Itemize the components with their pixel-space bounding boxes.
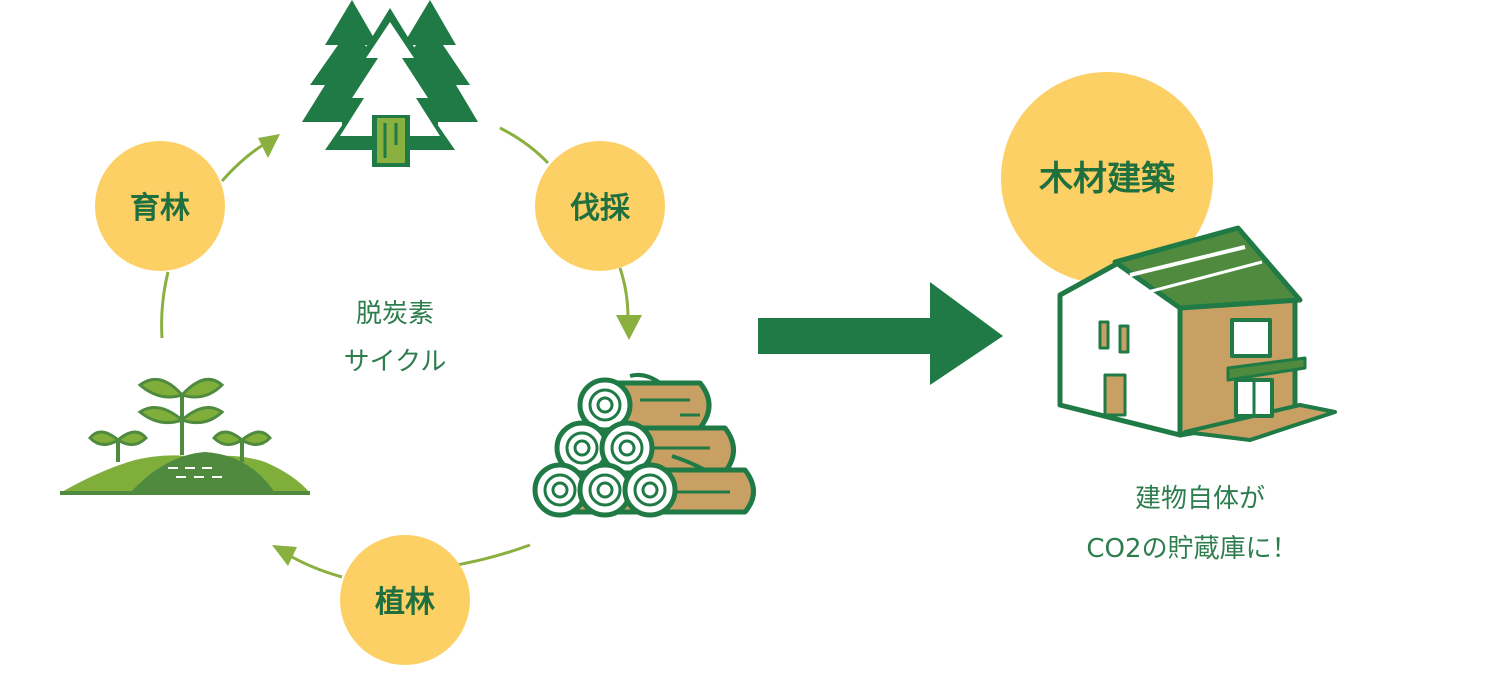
- stage-bassai: 伐採: [535, 141, 665, 271]
- building-caption-line2: CO2の貯蔵庫に！: [1086, 534, 1297, 564]
- stage-shokurin-label: 植林: [375, 585, 435, 620]
- seedling-icon: [60, 377, 310, 495]
- stage-ikurin-label: 育林: [130, 191, 190, 226]
- arrow-forest-to-bassai: [499, 126, 550, 165]
- stage-bassai-label: 伐採: [570, 191, 631, 226]
- arrow-seedling-to-ikurin: [160, 271, 170, 339]
- right-arrow-icon: [758, 282, 1003, 385]
- cycle-arrowheads: [258, 134, 642, 566]
- cycle-title-line2: サイクル: [344, 347, 447, 377]
- arrow-shokurin-to-seedling: [284, 551, 343, 579]
- building-caption-line1: 建物自体が: [1135, 484, 1265, 514]
- stage-ikurin: 育林: [95, 141, 225, 271]
- arrow-bassai-to-logs: [618, 267, 630, 319]
- forest-icon: [302, 0, 478, 167]
- arrow-ikurin-to-forest: [220, 140, 269, 182]
- logs-icon: [532, 372, 756, 518]
- arrowhead-icon: [258, 134, 280, 158]
- building-badge: 木材建築: [1001, 72, 1213, 284]
- building-badge-label: 木材建築: [1038, 159, 1176, 199]
- cycle-title-line1: 脱炭素: [356, 299, 434, 329]
- stage-shokurin: 植林: [340, 535, 470, 665]
- house-icon: [1057, 225, 1337, 442]
- arrowhead-icon: [272, 545, 297, 566]
- arrowhead-icon: [616, 315, 642, 340]
